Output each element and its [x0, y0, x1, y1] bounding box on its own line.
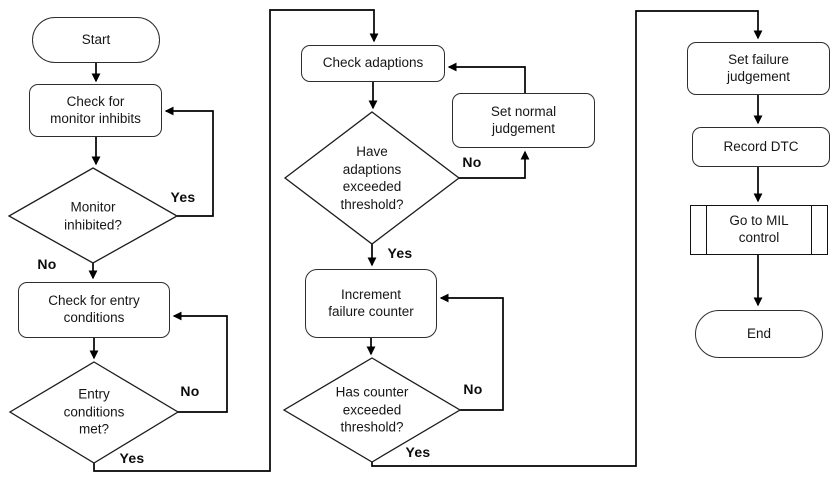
edge-has-counter-yes-to-set-failure	[371, 10, 763, 467]
node-start-label: Start	[81, 31, 111, 47]
edge-label-have-adaptions-yes: Yes	[387, 245, 413, 261]
node-increment-failure-counter-label: Increment failure counter	[328, 286, 414, 319]
node-end: End	[695, 310, 823, 358]
node-has-counter-exceeded-label: Has counter exceeded threshold?	[335, 384, 409, 435]
node-has-counter-exceeded-decision	[282, 357, 462, 463]
edge-have-adaptions-no	[459, 150, 530, 179]
edge-label-entry-conditions-no: No	[180, 383, 200, 399]
edge-entry-met-no-loop	[172, 311, 228, 413]
node-start: Start	[32, 17, 160, 63]
edge-label-entry-conditions-yes: Yes	[119, 450, 145, 466]
edge-label-has-counter-no: No	[463, 381, 483, 397]
node-go-to-mil-control: Go to MIL control	[690, 205, 828, 255]
node-end-label: End	[746, 325, 772, 341]
node-check-monitor-inhibits: Check for monitor inhibits	[29, 84, 162, 137]
edge-set-normal-to-check-adaptions	[447, 62, 526, 93]
node-set-failure-judgement-label: Set failure judgement	[726, 51, 791, 84]
node-set-normal-judgement-label: Set normal judgement	[490, 103, 557, 136]
node-have-adaptions-exceeded-label: Have adaptions exceeded threshold?	[340, 143, 404, 212]
node-have-adaptions-exceeded-decision	[283, 111, 461, 245]
node-check-adaptions-label: Check adaptions	[322, 55, 424, 71]
edge-label-has-counter-yes: Yes	[405, 444, 431, 460]
node-entry-conditions-met-decision	[8, 361, 180, 464]
predefined-process-right-bar	[811, 206, 812, 254]
node-entry-conditions-met-label: Entry conditions met?	[63, 386, 125, 437]
node-monitor-inhibited-label: Monitor inhibited?	[64, 199, 122, 232]
edge-has-counter-no-loop	[439, 293, 504, 411]
node-set-normal-judgement: Set normal judgement	[452, 93, 595, 148]
node-check-entry-conditions-label: Check for entry conditions	[48, 293, 140, 325]
node-check-monitor-inhibits-label: Check for monitor inhibits	[50, 93, 141, 126]
edge-label-have-adaptions-no: No	[462, 154, 482, 170]
node-record-dtc: Record DTC	[692, 127, 830, 167]
edge-entry-met-yes-to-check-adaptions	[93, 9, 379, 472]
edge-monitor-inhibited-yes-loop	[164, 106, 214, 217]
node-set-failure-judgement: Set failure judgement	[687, 42, 830, 95]
edge-label-monitor-inhibited-yes: Yes	[170, 189, 196, 205]
node-record-dtc-label: Record DTC	[723, 138, 799, 154]
predefined-process-left-bar	[706, 206, 707, 254]
node-check-entry-conditions: Check for entry conditions	[18, 282, 170, 338]
node-monitor-inhibited-decision	[7, 167, 179, 264]
node-check-adaptions: Check adaptions	[301, 45, 445, 82]
node-go-to-mil-control-label: Go to MIL control	[729, 213, 789, 245]
edge-label-monitor-inhibited-no: No	[37, 256, 57, 272]
node-increment-failure-counter: Increment failure counter	[305, 269, 437, 338]
